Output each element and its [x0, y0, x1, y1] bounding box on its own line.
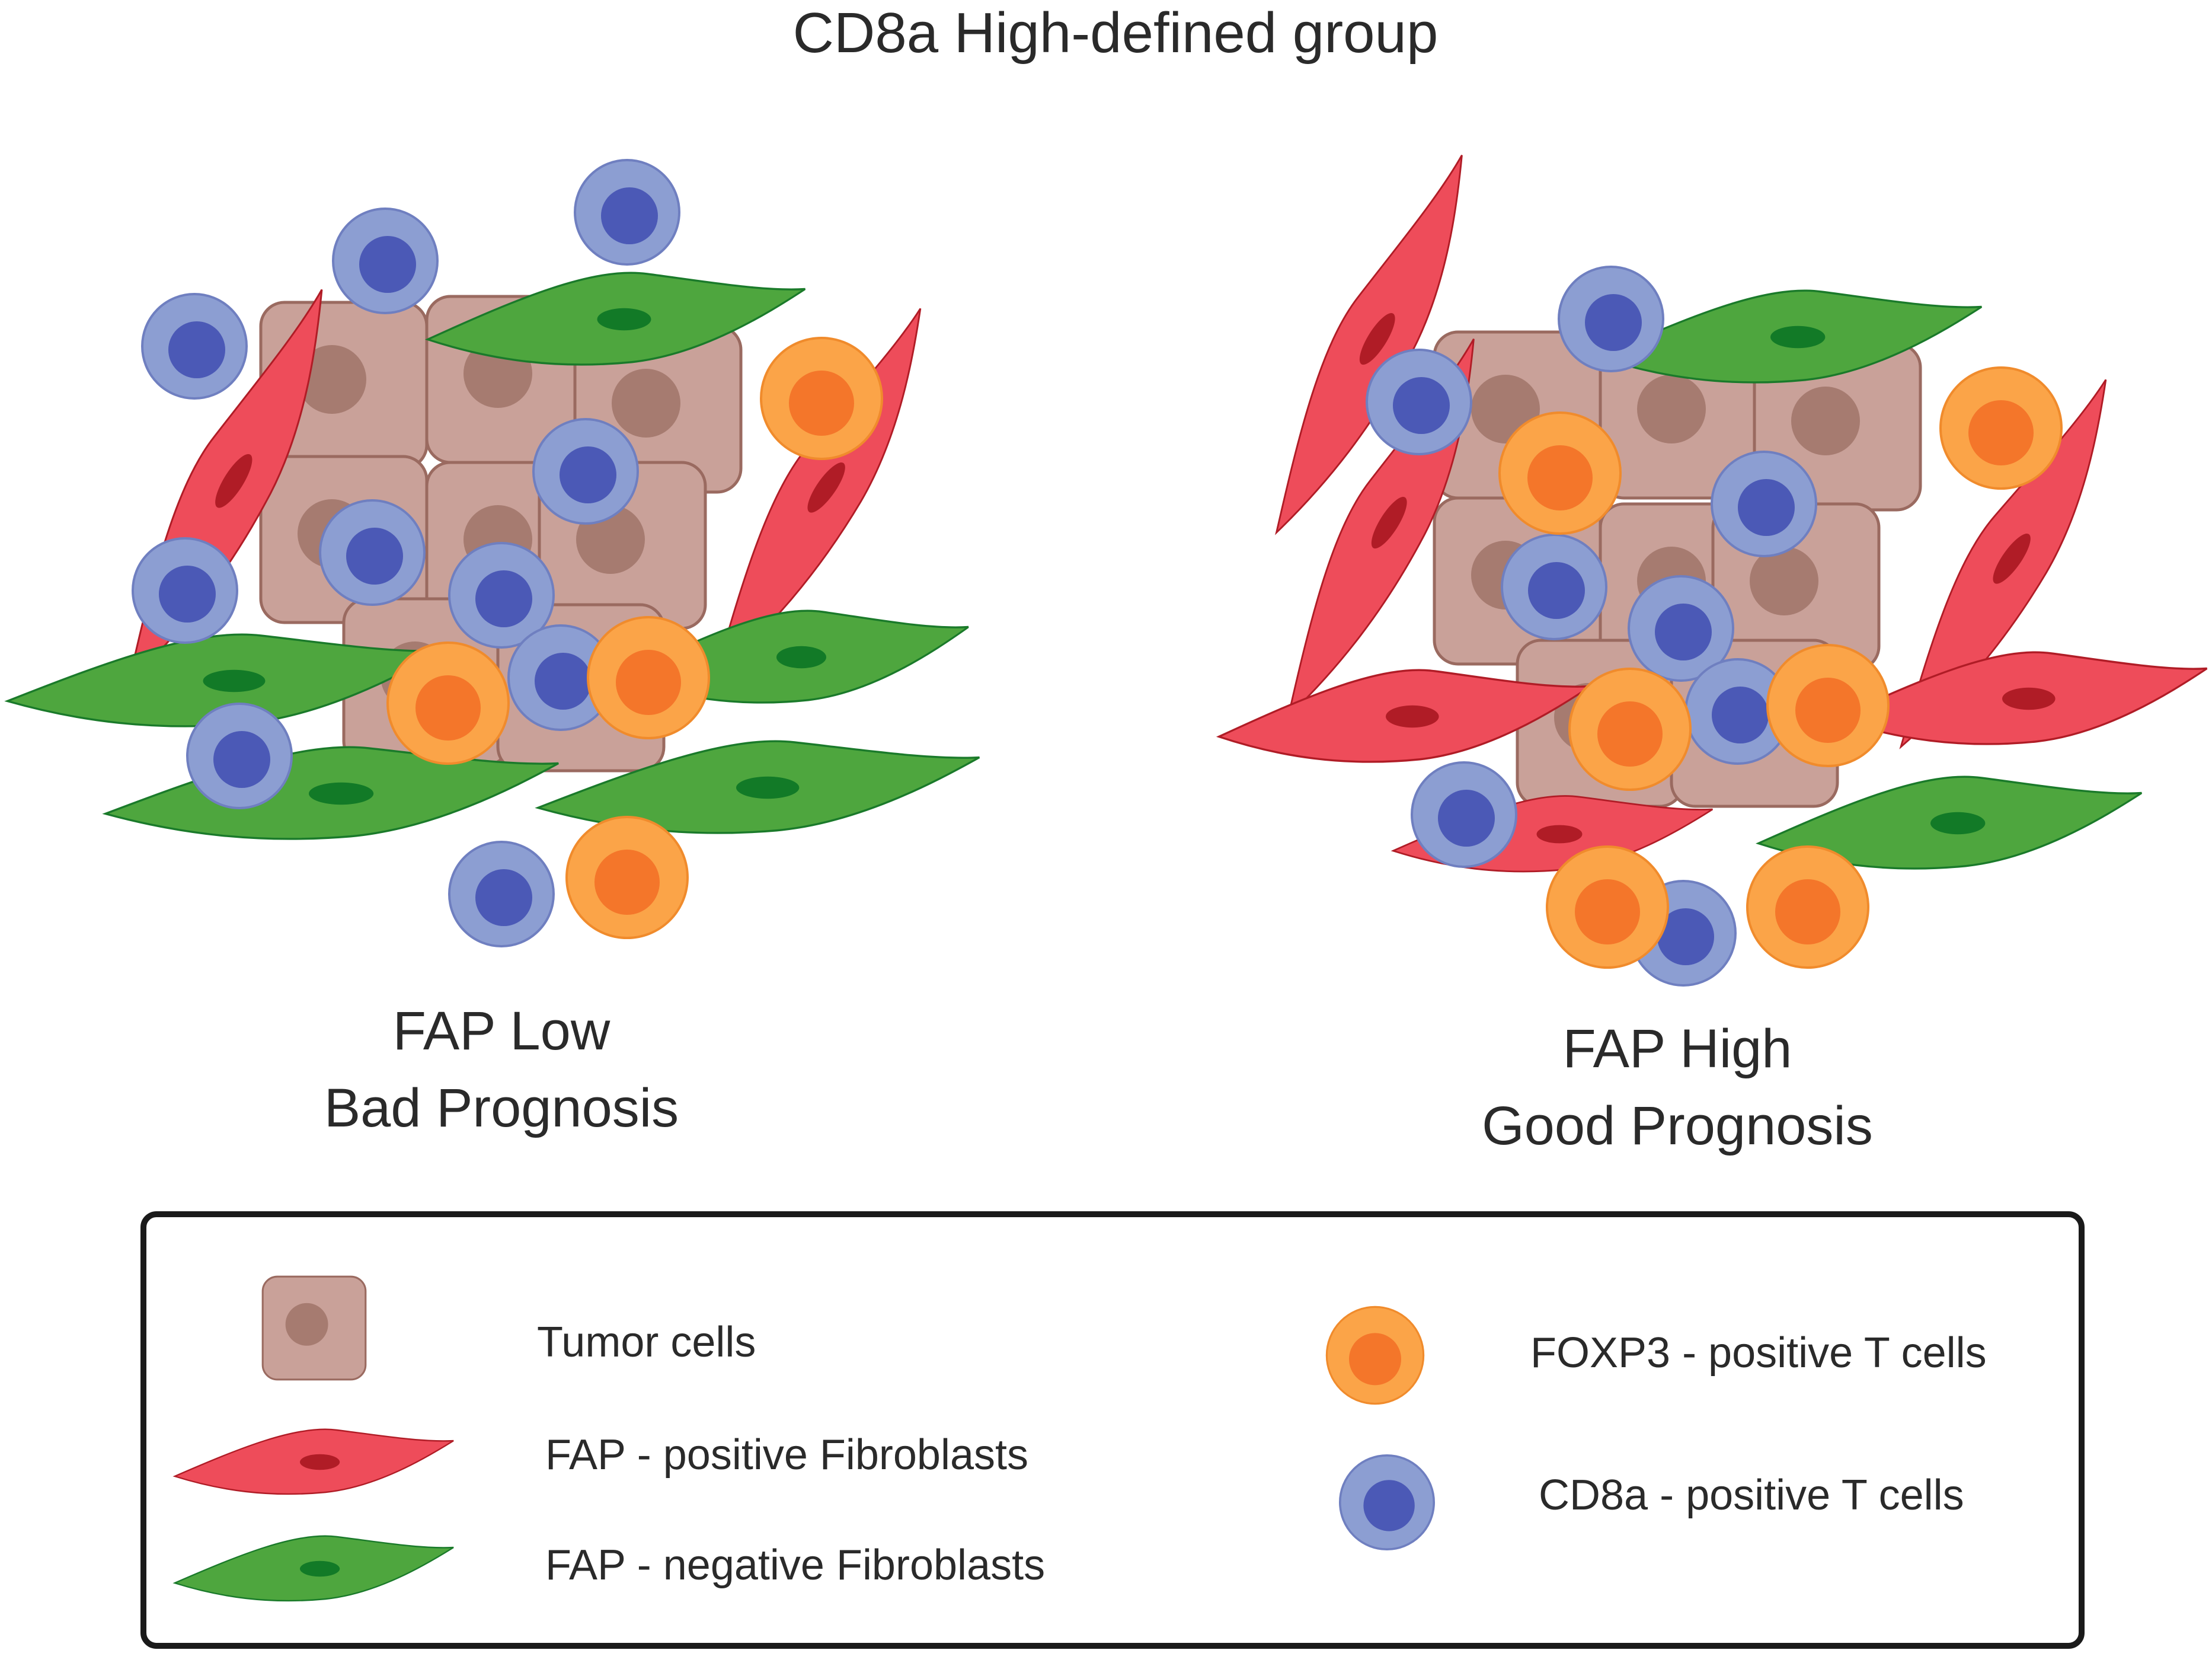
- cd8a-t-cell: [332, 208, 439, 314]
- foxp3-t-cell: [1498, 411, 1622, 535]
- legend: Tumor cells FAP - positive Fibroblasts F…: [140, 1211, 2085, 1649]
- cd8a-t-cell: [1501, 534, 1607, 640]
- fap-negative-fibroblast: [426, 272, 807, 366]
- cd8a-t-cell: [1411, 761, 1517, 868]
- tumor-cell-icon: [261, 1275, 367, 1381]
- legend-foxp3-swatch: [1325, 1306, 1425, 1405]
- legend-label-fap-positive: FAP - positive Fibroblasts: [545, 1431, 1028, 1479]
- cd8a-t-cell: [1366, 349, 1472, 455]
- fap-high-panel: FAP High Good Prognosis: [1217, 147, 2208, 1156]
- foxp3-t-cell: [565, 816, 689, 939]
- foxp3-t-cell: [1568, 668, 1692, 791]
- legend-cd8a-swatch: [1339, 1454, 1435, 1550]
- panel-label-line1: FAP High: [1563, 1019, 1792, 1079]
- legend-label-foxp3: FOXP3 - positive T cells: [1530, 1329, 1987, 1377]
- cd8a-t-cell: [448, 841, 555, 947]
- legend-tumor-cell-swatch: [261, 1275, 367, 1381]
- foxp3-t-cell-icon: [1325, 1306, 1425, 1405]
- foxp3-t-cell: [1766, 644, 1890, 767]
- cd8a-t-cell: [1711, 451, 1817, 557]
- legend-label-fap-negative: FAP - negative Fibroblasts: [545, 1541, 1045, 1589]
- cd8a-t-cell: [141, 293, 248, 400]
- cd8a-t-cell: [532, 418, 639, 525]
- foxp3-t-cell: [386, 641, 510, 765]
- legend-box: [140, 1211, 2085, 1649]
- cd8a-t-cell: [186, 703, 293, 809]
- legend-label-tumor: Tumor cells: [537, 1319, 756, 1366]
- fap-positive-fibroblast: [1834, 651, 2208, 745]
- foxp3-t-cell: [587, 616, 710, 739]
- cd8a-t-cell: [132, 537, 238, 644]
- foxp3-t-cell: [760, 337, 883, 460]
- panel-label-line2: Bad Prognosis: [324, 1078, 679, 1138]
- fap-negative-fibroblast: [104, 746, 560, 840]
- foxp3-t-cell: [1546, 845, 1669, 969]
- cd8a-t-cell: [1558, 266, 1664, 372]
- foxp3-t-cell: [1939, 366, 2063, 490]
- legend-label-cd8a: CD8a - positive T cells: [1539, 1472, 1964, 1519]
- page-title: CD8a High-defined group: [793, 1, 1439, 65]
- panel-label-line1: FAP Low: [393, 1001, 610, 1061]
- cd8a-t-cell: [319, 499, 426, 606]
- fap-low-panel: FAP Low Bad Prognosis: [6, 159, 981, 1138]
- foxp3-t-cell: [1746, 845, 1869, 969]
- panel-label-line2: Good Prognosis: [1482, 1096, 1873, 1156]
- cd8a-t-cell-icon: [1339, 1454, 1435, 1550]
- cd8a-t-cell: [574, 159, 680, 266]
